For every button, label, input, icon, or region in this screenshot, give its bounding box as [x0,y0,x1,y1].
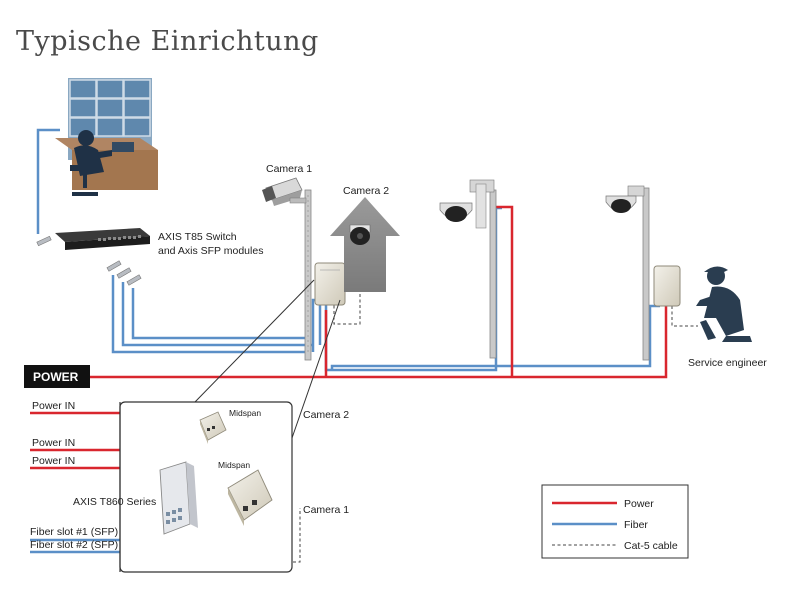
switch-label-line1: AXIS T85 Switch [158,231,237,243]
service-engineer-label: Service engineer [688,357,767,369]
video-wall-icon [68,78,152,160]
camera-2-detail-label: Camera 2 [303,409,349,421]
camera-1-detail-label: Camera 1 [303,504,349,516]
midspan-1-icon [199,411,227,444]
power-in-2-label: Power IN [32,437,75,449]
camera-3-pole [489,189,497,359]
camera-2-house-icon [330,197,400,292]
service-engineer-icon [696,266,752,342]
axis-t860-label: AXIS T860 Series [73,496,156,508]
camera-1-bullet-icon [262,177,307,206]
switch-label-line2: and Axis SFP modules [158,245,263,257]
camera-1-pole [304,189,312,361]
operator-icon [70,130,112,196]
sfp-module-icons [36,235,142,286]
axis-t860-icon [159,461,198,535]
power-source-label: POWER [33,370,79,384]
power-source-box: POWER [24,365,90,388]
page-title: Typische Einrichtung [16,26,319,57]
power-in-3-label: Power IN [32,455,75,467]
camera-3-dome-icon [439,179,495,229]
midspan-1-label: Midspan [229,408,261,418]
legend-fiber-label: Fiber [624,519,648,531]
legend-power-label: Power [624,498,654,510]
switch-icon [55,228,150,250]
camera-4-dome-icon [605,185,645,213]
midspan-2-label: Midspan [218,460,250,470]
power-in-1-label: Power IN [32,400,75,412]
camera-1-poe-box-icon [314,262,346,306]
camera-2-label: Camera 2 [343,185,389,197]
fiber-slot-2-label: Fiber slot #2 (SFP) [30,539,118,551]
camera-4-poe-box-icon [653,265,681,307]
camera-1-label: Camera 1 [266,163,312,175]
legend: Power Fiber Cat-5 cable [541,484,689,559]
camera-4-pole [642,187,650,361]
midspan-2-icon [227,469,273,526]
operator-desk-icon [55,138,158,190]
legend-cat5-label: Cat-5 cable [624,540,678,552]
callout-lines [194,279,341,439]
fiber-slot-1-label: Fiber slot #1 (SFP) [30,526,118,538]
